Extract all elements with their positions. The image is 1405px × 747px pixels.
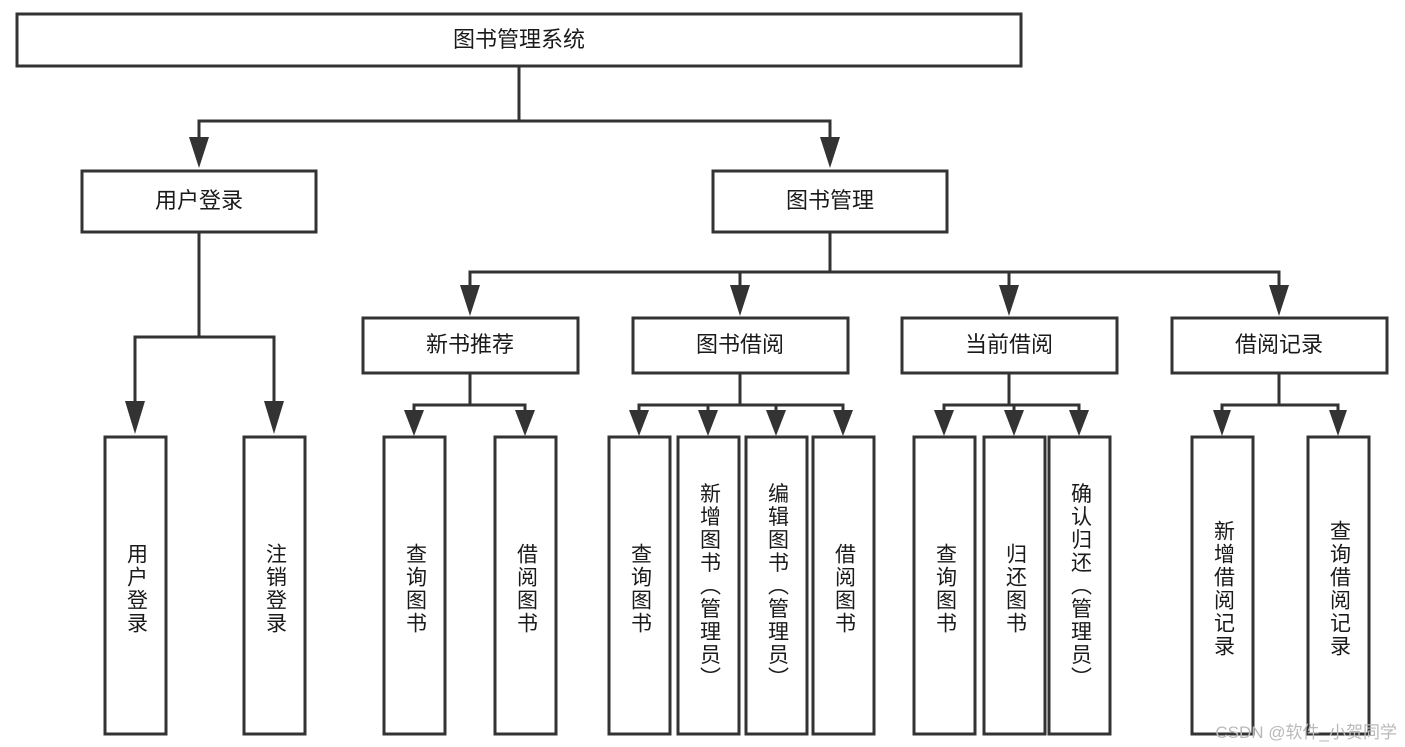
leaf-user-login-logout-label: 注销登录 bbox=[264, 543, 288, 635]
node-root-box bbox=[15, 12, 1023, 68]
leaf-new-book-borrow-box bbox=[493, 435, 558, 736]
node-user-login-box bbox=[80, 169, 318, 234]
node-book-borrow-box bbox=[631, 316, 850, 375]
leaf-book-borrow-borrow-box bbox=[811, 435, 876, 736]
leaf-new-book-borrow-label: 借阅图书 bbox=[515, 543, 539, 635]
arrow-bookmgmt-to-new-book bbox=[460, 285, 480, 316]
leaf-user-login-logout-box bbox=[242, 435, 307, 736]
node-root-label: 图书管理系统 bbox=[453, 27, 585, 52]
leaf-borrow-record-query[interactable]: 查询借阅记录 bbox=[1306, 435, 1371, 736]
node-user-login[interactable]: 用户登录 bbox=[80, 169, 318, 234]
node-book-management-box bbox=[711, 169, 949, 234]
leaf-borrow-record-add[interactable]: 新增借阅记录 bbox=[1190, 435, 1255, 736]
leaf-current-borrow-query[interactable]: 查询图书 bbox=[912, 435, 977, 736]
arrow-bookborrow-leaf-4 bbox=[833, 410, 853, 436]
arrow-bookmgmt-to-borrow-record bbox=[1269, 285, 1289, 316]
leaf-book-borrow-query[interactable]: 查询图书 bbox=[607, 435, 672, 736]
leaf-user-login-login-label: 用户登录 bbox=[125, 543, 149, 635]
leaf-book-borrow-query-box bbox=[607, 435, 672, 736]
leaf-book-borrow-edit-box bbox=[744, 435, 809, 736]
node-book-borrow-label: 图书借阅 bbox=[696, 332, 784, 357]
leaf-book-borrow-query-label: 查询图书 bbox=[629, 543, 653, 635]
arrow-bookmgmt-to-book-borrow bbox=[730, 285, 750, 316]
leaf-borrow-record-query-box bbox=[1306, 435, 1371, 736]
leaf-book-borrow-add[interactable]: 新增图书（管理员） bbox=[676, 435, 741, 736]
leaf-user-login-login-box bbox=[103, 435, 168, 736]
arrow-bookmgmt-to-current-borrow bbox=[999, 285, 1019, 316]
arrow-bookborrow-leaf-1 bbox=[629, 410, 649, 436]
arrow-borrowrecord-leaf-1 bbox=[1213, 410, 1231, 436]
leaf-borrow-record-add-label: 新增借阅记录 bbox=[1212, 520, 1236, 658]
leaf-current-borrow-confirm-return-label: 确认归还（管理员） bbox=[1069, 483, 1093, 690]
arrow-newbook-leaf-2 bbox=[515, 410, 535, 436]
arrow-currentborrow-leaf-3 bbox=[1069, 410, 1089, 436]
node-current-borrow[interactable]: 当前借阅 bbox=[900, 316, 1119, 375]
node-book-borrow[interactable]: 图书借阅 bbox=[631, 316, 850, 375]
node-root-book-management-system[interactable]: 图书管理系统 bbox=[15, 12, 1023, 68]
node-book-management[interactable]: 图书管理 bbox=[711, 169, 949, 234]
node-new-book-recommend-label: 新书推荐 bbox=[426, 332, 514, 357]
node-user-login-label: 用户登录 bbox=[155, 188, 243, 213]
arrow-newbook-leaf-1 bbox=[404, 410, 424, 436]
leaf-new-book-query-box bbox=[382, 435, 447, 736]
node-borrow-record-box bbox=[1170, 316, 1389, 375]
leaf-book-borrow-borrow-label: 借阅图书 bbox=[833, 543, 857, 635]
leaf-current-borrow-return-label: 归还图书 bbox=[1004, 543, 1028, 635]
leaf-new-book-borrow[interactable]: 借阅图书 bbox=[493, 435, 558, 736]
node-borrow-record-label: 借阅记录 bbox=[1235, 332, 1323, 357]
arrow-currentborrow-leaf-2 bbox=[1004, 410, 1024, 436]
arrow-root-to-user-login bbox=[189, 137, 209, 168]
node-current-borrow-box bbox=[900, 316, 1119, 375]
arrow-borrowrecord-leaf-2 bbox=[1329, 410, 1347, 436]
leaf-user-login-login[interactable]: 用户登录 bbox=[103, 435, 168, 736]
leaf-current-borrow-query-box bbox=[912, 435, 977, 736]
leaf-current-borrow-return[interactable]: 归还图书 bbox=[982, 435, 1047, 736]
leaf-current-borrow-confirm-return[interactable]: 确认归还（管理员） bbox=[1047, 435, 1112, 736]
connector-layer bbox=[125, 64, 1347, 436]
arrow-root-to-book-mgmt bbox=[820, 137, 840, 168]
arrow-userlogin-leaf-1 bbox=[125, 401, 145, 434]
leaf-user-login-logout[interactable]: 注销登录 bbox=[242, 435, 307, 736]
node-new-book-recommend-box bbox=[361, 316, 580, 375]
leaf-borrow-record-add-box bbox=[1190, 435, 1255, 736]
leaf-book-borrow-add-label: 新增图书（管理员） bbox=[698, 483, 722, 690]
leaf-book-borrow-edit[interactable]: 编辑图书（管理员） bbox=[744, 435, 809, 736]
arrow-currentborrow-leaf-1 bbox=[934, 410, 954, 436]
leaf-book-borrow-add-box bbox=[676, 435, 741, 736]
arrow-userlogin-leaf-2 bbox=[264, 401, 284, 434]
leaf-current-borrow-query-label: 查询图书 bbox=[934, 543, 958, 635]
leaf-borrow-record-query-label: 查询借阅记录 bbox=[1328, 520, 1352, 658]
node-book-management-label: 图书管理 bbox=[786, 188, 874, 213]
arrow-bookborrow-leaf-2 bbox=[698, 410, 718, 436]
node-new-book-recommend[interactable]: 新书推荐 bbox=[361, 316, 580, 375]
leaf-current-borrow-confirm-return-box bbox=[1047, 435, 1112, 736]
leaf-new-book-query-label: 查询图书 bbox=[404, 543, 428, 635]
leaf-book-borrow-borrow[interactable]: 借阅图书 bbox=[811, 435, 876, 736]
leaf-current-borrow-return-box bbox=[982, 435, 1047, 736]
leaf-new-book-query[interactable]: 查询图书 bbox=[382, 435, 447, 736]
arrow-bookborrow-leaf-3 bbox=[766, 410, 786, 436]
node-current-borrow-label: 当前借阅 bbox=[965, 332, 1053, 357]
leaf-book-borrow-edit-label: 编辑图书（管理员） bbox=[766, 483, 790, 690]
node-borrow-record[interactable]: 借阅记录 bbox=[1170, 316, 1389, 375]
